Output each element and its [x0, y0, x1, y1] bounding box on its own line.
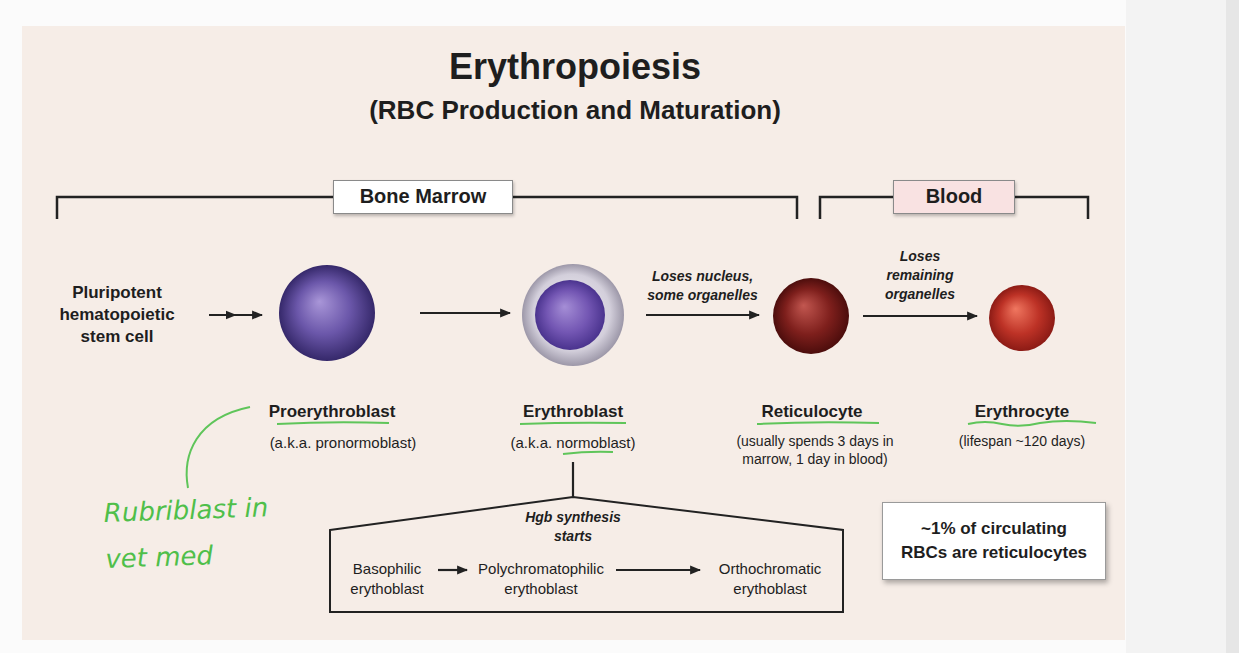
stem-cell-label: Pluripotent hematopoietic stem cell — [57, 282, 177, 348]
erythrocyte-cell: Erythrocyte(lifespan ~120 days) — [989, 285, 1055, 351]
node-label: Pluripotent hematopoietic stem cell — [57, 282, 177, 348]
handwritten-note: Rubriblast in vet med — [103, 483, 296, 582]
stage-label: Polychromatophilic erythoblast — [471, 559, 611, 601]
stage-label: Orthochromatic erythoblast — [708, 559, 832, 601]
erythroblast-cell: Erythroblast(a.k.a. normoblast) — [522, 264, 624, 366]
proerythroblast-cell: Proerythroblast(a.k.a. pronormoblast) — [279, 265, 375, 361]
node-label: Proerythroblast — [232, 401, 432, 423]
node-label: Reticulocyte — [712, 401, 912, 423]
node-label: Hgb synthesis starts — [517, 508, 629, 546]
highlight-underline — [757, 422, 879, 424]
cell-body — [535, 280, 605, 350]
cell-shape — [279, 265, 375, 361]
node-label: Polychromatophilic erythoblast — [471, 559, 611, 599]
arrow-connector — [572, 462, 574, 497]
cell-body — [773, 278, 849, 354]
arrow-connector — [438, 569, 467, 571]
arrow-connector — [209, 314, 262, 316]
reticulocyte-cell: Reticulocyte(usually spends 3 days in ma… — [773, 278, 849, 354]
connector-group — [209, 313, 977, 570]
cell-body — [522, 264, 624, 366]
scroll-strip — [1226, 0, 1239, 653]
side-strip — [1126, 0, 1239, 653]
highlight-underline — [563, 452, 613, 454]
highlight-underline — [520, 423, 626, 424]
cell-body — [279, 265, 375, 361]
region-label-box: Bone Marrow — [333, 180, 513, 214]
stage-label: Basophilic erythoblast — [342, 559, 432, 601]
highlight-underline — [968, 421, 1096, 426]
diagram-title: Erythropoiesis — [275, 47, 875, 87]
arrow-connector — [616, 569, 700, 571]
node-note: (lifespan ~120 days) — [922, 432, 1122, 450]
node-label: Bone Marrow — [334, 181, 512, 212]
node-label: Orthochromatic erythoblast — [708, 559, 832, 599]
node-label: Basophilic erythoblast — [342, 559, 432, 599]
highlight-underline — [277, 422, 389, 424]
diagram-subtitle: (RBC Production and Maturation) — [275, 95, 875, 125]
leader-line — [187, 407, 250, 488]
arrow-connector — [863, 315, 977, 317]
node-label: Erythrocyte — [922, 401, 1122, 423]
node-note: (a.k.a. pronormoblast) — [233, 433, 453, 452]
node-label: Erythroblast — [473, 401, 673, 423]
edge-label: Loses remaining organelles — [878, 247, 962, 304]
node-note: (usually spends 3 days in marrow, 1 day … — [729, 432, 901, 468]
arrow-connector — [420, 312, 510, 314]
pentagon-border — [330, 497, 843, 612]
note-box: ~1% of circulating RBCs are reticulocyte… — [882, 502, 1106, 580]
region-label-box: Blood — [893, 180, 1015, 214]
node-label: ~1% of circulating RBCs are reticulocyte… — [900, 517, 1088, 565]
slide-panel — [22, 26, 1125, 640]
edge-label: Loses nucleus, some organelles — [640, 267, 765, 305]
cell-shape — [989, 285, 1055, 351]
node-label: Blood — [894, 181, 1014, 212]
cell-shape — [522, 264, 624, 366]
cell-body — [989, 285, 1055, 351]
hemoglobin-stage-box: Hgb synthesis startsBasophilic erythobla… — [330, 497, 843, 612]
node-note: (a.k.a. normoblast) — [473, 433, 673, 452]
arrow-connector — [646, 314, 759, 316]
cell-shape — [773, 278, 849, 354]
